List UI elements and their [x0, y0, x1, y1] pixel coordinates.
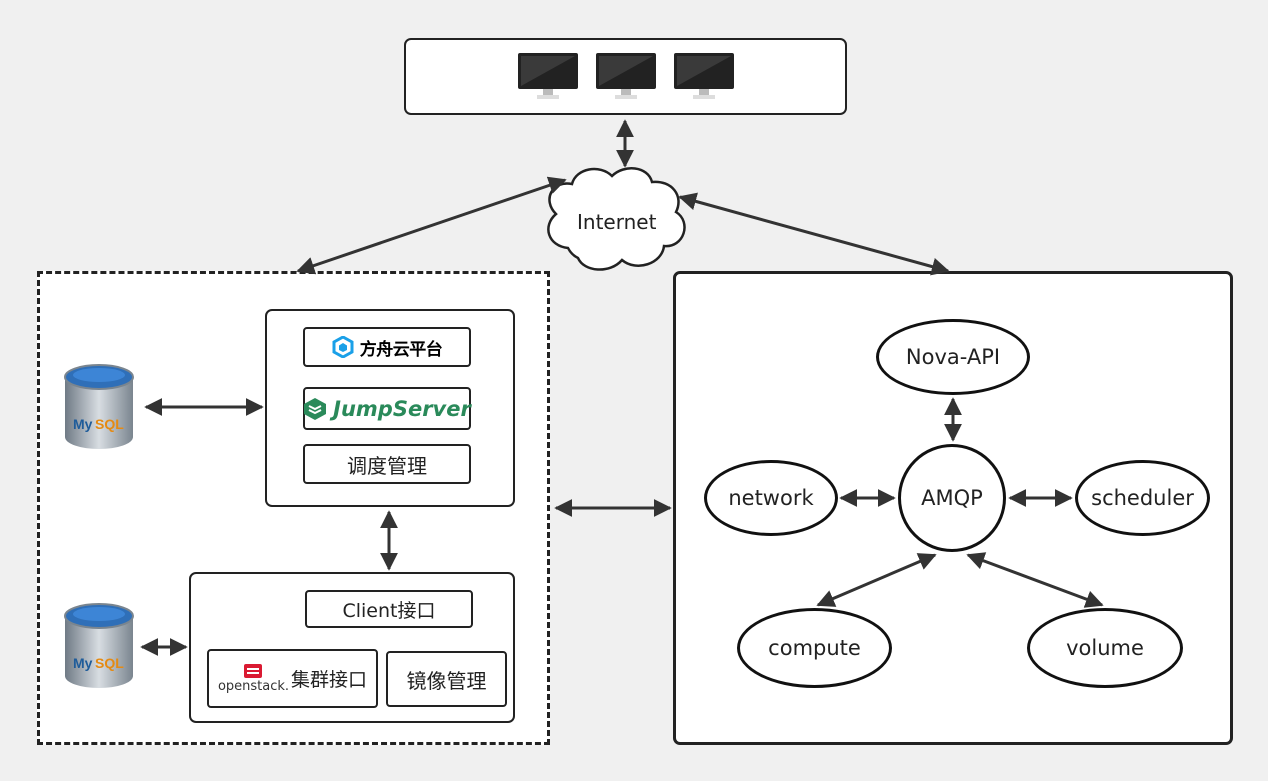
cluster-interface-box: openstack. 集群接口 — [207, 649, 378, 708]
scheduler-management-label: 调度管理 — [347, 453, 427, 478]
scheduler-label: scheduler — [1091, 486, 1194, 510]
amqp-volume-link — [966, 552, 1104, 608]
fangzhou-icon — [332, 336, 354, 358]
nova-api-label: Nova-API — [905, 345, 1001, 369]
internet-right-link — [678, 192, 950, 276]
openstack-logo: openstack. — [218, 663, 289, 694]
fangzhou-label: 方舟云平台 — [359, 339, 443, 360]
network-label: network — [728, 486, 814, 510]
jumpserver-label: JumpServer — [333, 396, 471, 421]
amqp-node: AMQP — [898, 444, 1006, 552]
amqp-label: AMQP — [921, 486, 983, 510]
internet-left-link — [296, 176, 567, 275]
volume-node: volume — [1027, 608, 1183, 688]
client-interface-box: Client接口 — [305, 590, 473, 628]
monitor-icon — [674, 53, 734, 99]
monitor-icon — [518, 53, 578, 99]
jumpserver-logo: JumpServer — [303, 387, 471, 430]
network-node: network — [704, 460, 838, 536]
svg-text:SQL: SQL — [95, 416, 124, 432]
scheduler-node: scheduler — [1075, 460, 1210, 536]
fangzhou-cloud-logo: 方舟云平台 — [303, 327, 471, 367]
internet-label: Internet — [577, 210, 657, 234]
compute-label: compute — [768, 636, 861, 660]
cluster-interface-label: 集群接口 — [291, 669, 368, 691]
mysql-database-icon: My SQL — [64, 364, 134, 449]
amqp-compute-link — [816, 553, 937, 607]
nova-api-node: Nova-API — [876, 319, 1030, 395]
jumpserver-icon — [304, 397, 327, 420]
monitor-icon — [596, 53, 656, 99]
openstack-label: openstack. — [217, 679, 290, 694]
image-management-box: 镜像管理 — [386, 651, 507, 707]
client-interface-label: Client接口 — [342, 599, 436, 622]
compute-node: compute — [737, 608, 892, 688]
mysql-database-icon: My SQL — [64, 603, 134, 688]
svg-text:My: My — [73, 655, 93, 671]
volume-label: volume — [1066, 636, 1144, 660]
svg-text:SQL: SQL — [95, 655, 124, 671]
openstack-icon — [244, 664, 263, 678]
svg-text:My: My — [73, 416, 93, 432]
scheduler-management-box: 调度管理 — [303, 444, 471, 484]
image-management-label: 镜像管理 — [406, 668, 487, 693]
